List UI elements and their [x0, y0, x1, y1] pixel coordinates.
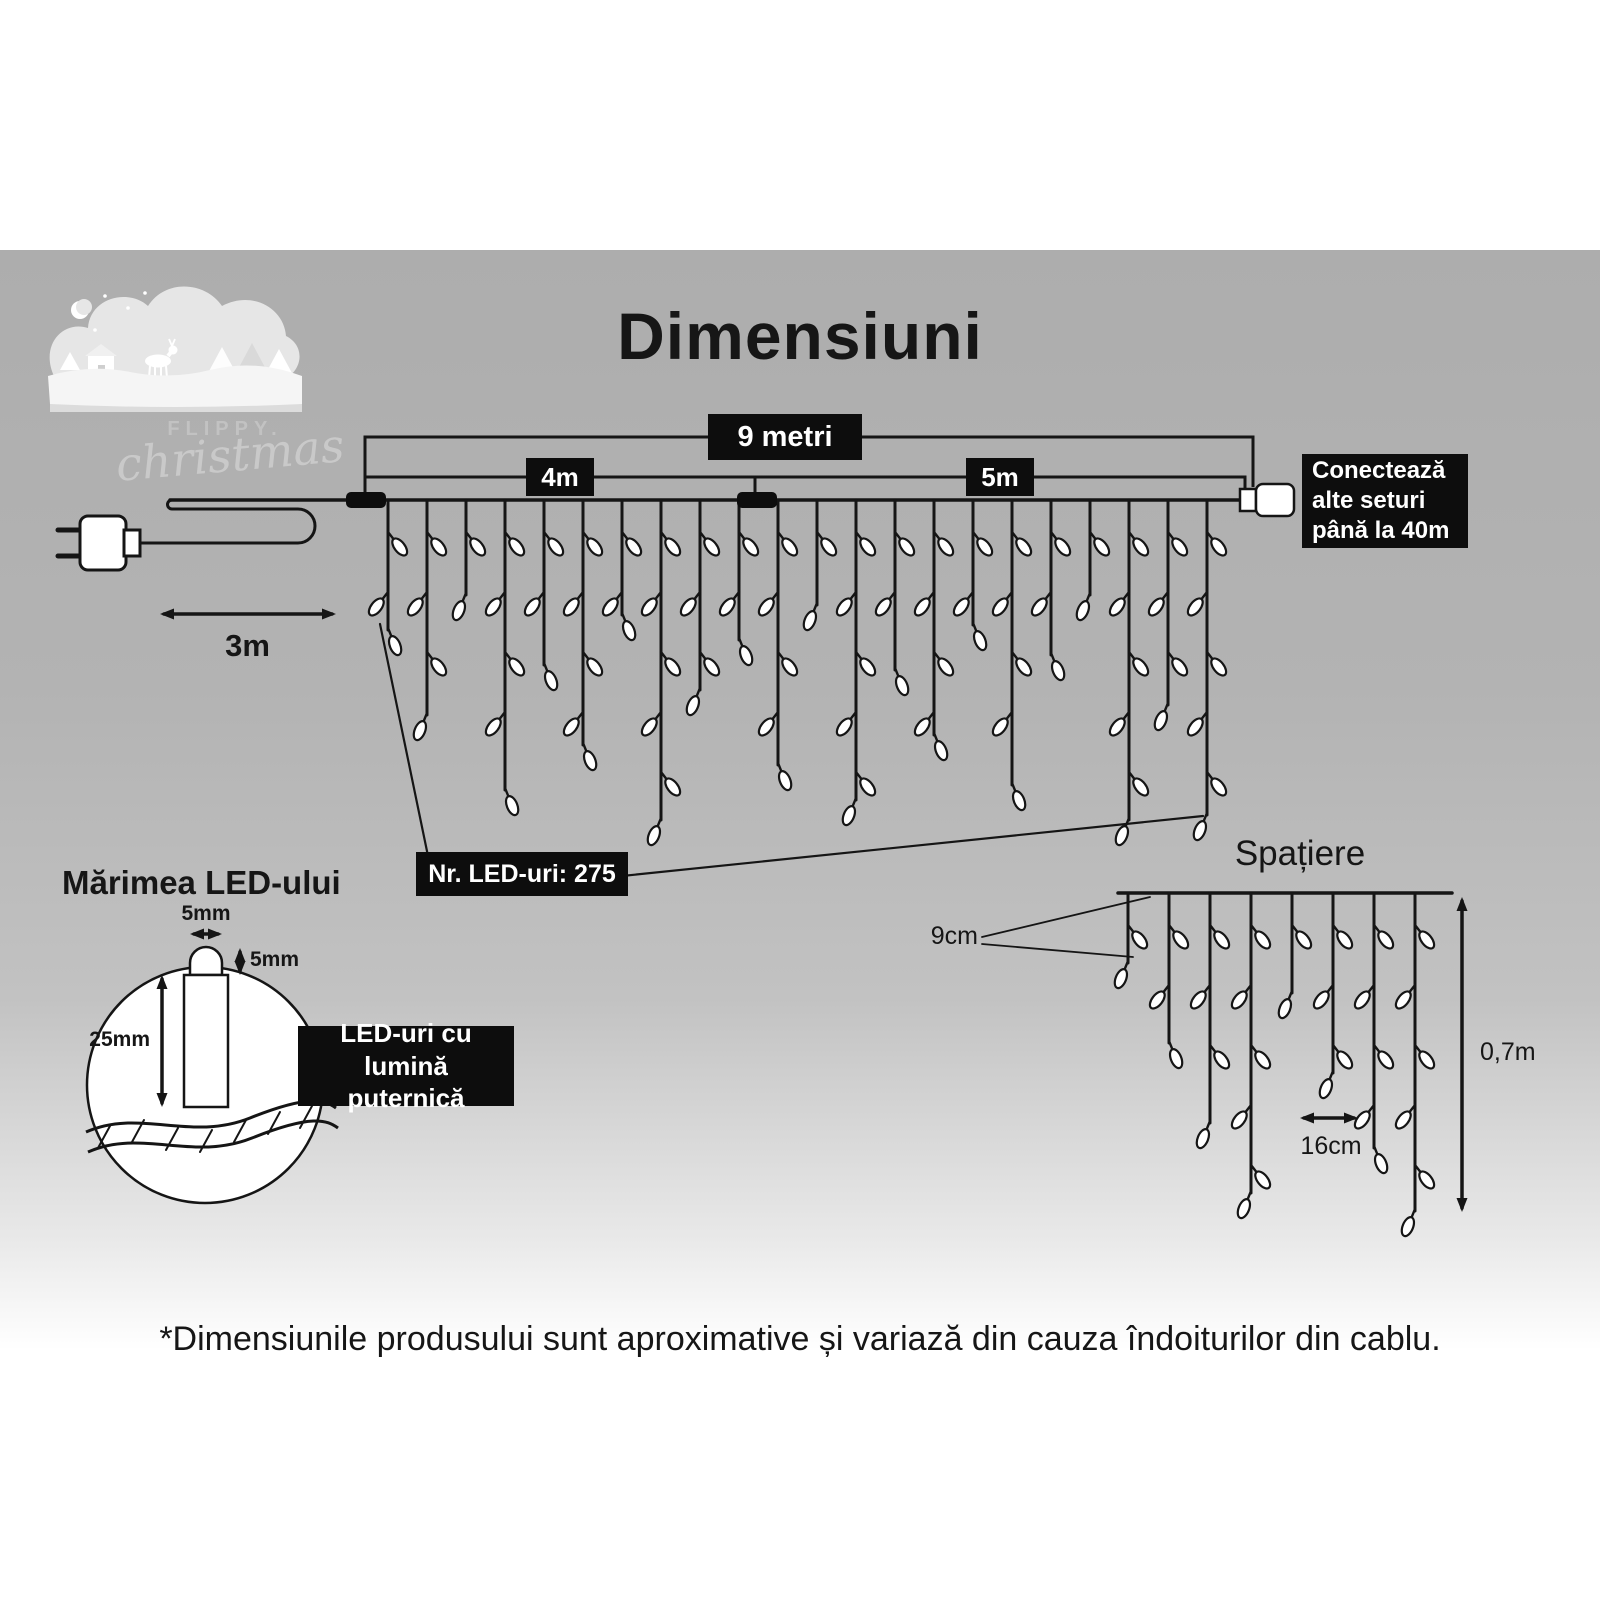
led-size-heading: Mărimea LED-ului: [62, 864, 341, 901]
body-length-label: 25mm: [89, 1028, 150, 1051]
led-size-diagram: [85, 928, 339, 1205]
footnote-text: *Dimensiunile produsului sunt aproximati…: [159, 1320, 1441, 1358]
lead-length-arrow: [160, 608, 336, 620]
logo-scene: [48, 291, 302, 407]
light-curtain: [168, 492, 1244, 847]
led-gap-label: 9cm: [930, 922, 978, 950]
power-plug: [55, 498, 317, 572]
spacing-heading: Spațiere: [1234, 834, 1366, 873]
logo-brand-text: FLIPPY.: [167, 418, 283, 440]
lead-length-label: 3m: [225, 628, 270, 663]
flippy-logo-illustration: [48, 286, 302, 412]
segment-right-badge: 5m: [966, 458, 1034, 496]
total-length-badge: 9 metri: [708, 414, 862, 460]
led-count-pointers: [378, 622, 1205, 878]
spacing-diagram: [981, 891, 1468, 1238]
bulb-width-label: 5mm: [181, 902, 231, 925]
end-connector: [1238, 482, 1296, 518]
bulb-height-label: 5mm: [250, 948, 300, 971]
connect-note-badge: Conectează alte seturi până la 40m: [1302, 454, 1468, 548]
led-note-badge: LED-uri cu lumină puternică: [298, 1018, 514, 1113]
drop-gap-label: 16cm: [1300, 1132, 1362, 1160]
segment-left-badge: 4m: [526, 458, 594, 496]
drop-height-label: 0,7m: [1480, 1038, 1536, 1066]
led-count-badge: Nr. LED-uri: 275: [416, 852, 628, 896]
page-title: Dimensiuni: [617, 299, 983, 373]
